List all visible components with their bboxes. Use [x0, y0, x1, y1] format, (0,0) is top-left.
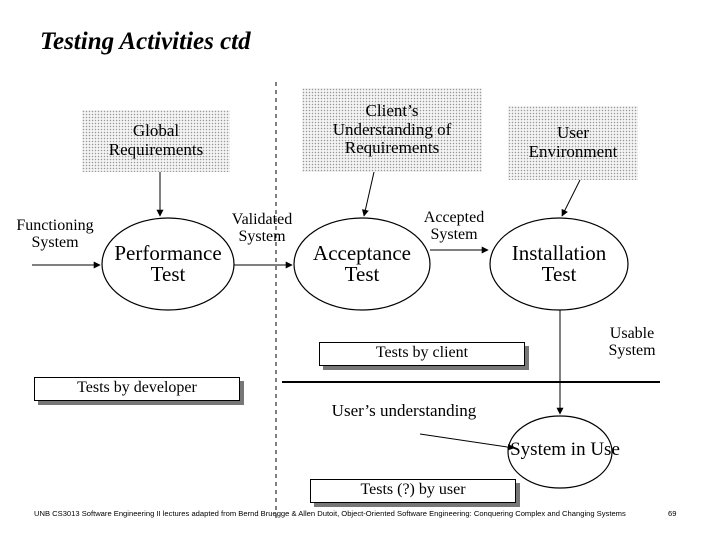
- footer-citation: UNB CS3013 Software Engineering II lectu…: [34, 509, 626, 518]
- users-understanding-arrow: [419, 433, 515, 451]
- system-in-use-oval: [507, 415, 613, 489]
- clients-understanding-arrow: [361, 171, 375, 217]
- system-in-use-label: System in Use: [510, 439, 620, 460]
- global-requirements-label: Global Requirements: [108, 121, 204, 159]
- tests-by-user-tag: Tests (?) by user: [310, 479, 516, 503]
- tests-by-developer-tag: Tests by developer: [34, 377, 240, 401]
- validated-system-label: Validated System: [231, 211, 293, 245]
- installation-test-label: Installation Test: [511, 241, 607, 286]
- performance-test-oval: [101, 217, 235, 311]
- global-requirements-box: Global Requirements: [82, 110, 230, 172]
- user-environment-box: User Environment: [508, 106, 638, 180]
- users-understanding-label: User’s understanding: [331, 401, 477, 420]
- clients-understanding-box: Client’s Understanding of Requirements: [302, 88, 482, 172]
- installation-test-oval: [489, 217, 629, 311]
- user-environment-label: User Environment: [528, 123, 618, 161]
- page-number: 69: [668, 509, 677, 518]
- accepted-system-label: Accepted System: [423, 209, 485, 243]
- acceptance-test-label: Acceptance Test: [313, 241, 411, 286]
- clients-understanding-label: Client’s Understanding of Requirements: [332, 100, 452, 158]
- performance-test-label: Performance Test: [114, 241, 222, 286]
- tests-by-client-tag: Tests by client: [319, 342, 525, 366]
- usable-system-label: Usable System: [608, 325, 656, 359]
- acceptance-test-oval: [293, 217, 431, 311]
- functioning-system-label: Functioning System: [16, 217, 94, 251]
- slide-title: Testing Activities ctd: [40, 28, 251, 55]
- user-environment-arrow: [561, 179, 581, 217]
